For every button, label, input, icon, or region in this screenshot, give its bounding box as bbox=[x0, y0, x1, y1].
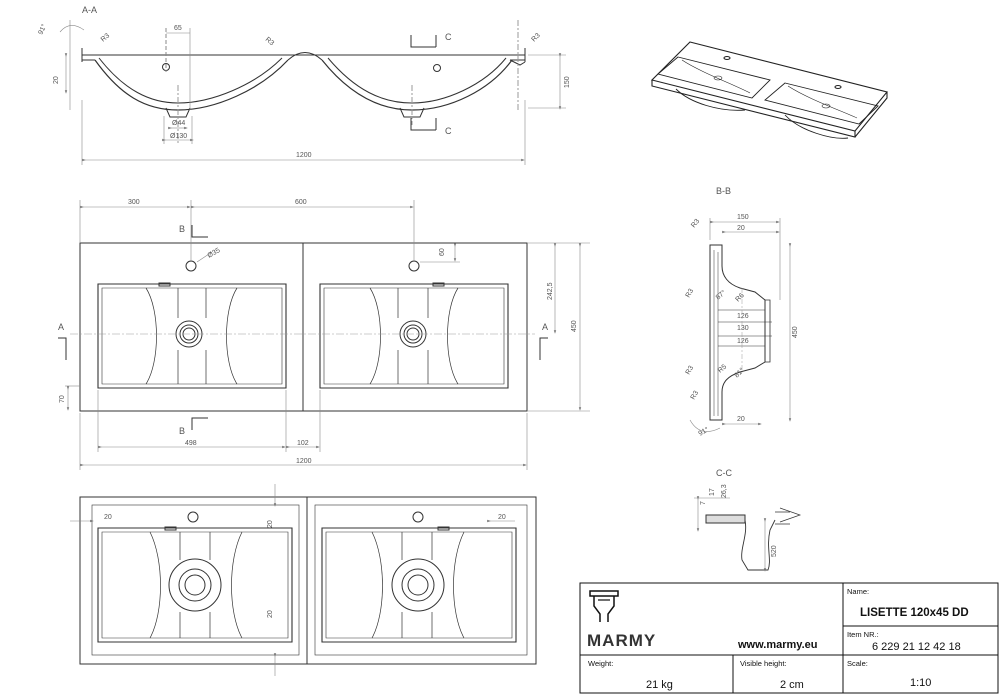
dim-600: 600 bbox=[295, 199, 307, 206]
dim-20-top: 20 bbox=[267, 520, 274, 528]
name-label: Name: bbox=[847, 587, 869, 596]
dim-cc-17: 17 bbox=[709, 488, 716, 496]
dim-cc-520: 520 bbox=[771, 545, 778, 557]
visible-height-label: Visible height: bbox=[740, 659, 787, 668]
dim-20-bottom: 20 bbox=[267, 610, 274, 618]
dim-bb-130: 130 bbox=[737, 325, 749, 332]
section-aa-labels: 91° R3 R3 R3 65 20 150 Ø44 Ø130 1200 C C bbox=[37, 23, 571, 159]
section-bb-dimensions bbox=[689, 218, 792, 432]
item-number-value: 6 229 21 12 42 18 bbox=[872, 641, 961, 653]
top-view-dimensions bbox=[58, 200, 590, 470]
dim-bb-r3c: R3 bbox=[685, 365, 696, 376]
dim-20: 20 bbox=[53, 76, 60, 84]
weight-value: 21 kg bbox=[646, 679, 673, 691]
section-bb-title: B-B bbox=[716, 186, 731, 196]
dim-bb-126b: 126 bbox=[737, 338, 749, 345]
dim-cc-26-3: 26,3 bbox=[721, 484, 728, 498]
dim-r3-left: R3 bbox=[100, 32, 111, 43]
dim-bb-r3b: R3 bbox=[685, 288, 696, 299]
dim-bb-r5: R5 bbox=[717, 363, 728, 374]
section-aa-title: A-A bbox=[82, 5, 97, 15]
dim-bb-20b: 20 bbox=[737, 416, 745, 423]
dim-cc-7: 7 bbox=[700, 501, 707, 505]
dim-d44: Ø44 bbox=[172, 120, 185, 127]
bottom-view-dimensions bbox=[70, 484, 515, 676]
section-bb-view: B-B bbox=[709, 186, 772, 421]
section-cc-title: C-C bbox=[716, 468, 732, 478]
dim-150: 150 bbox=[564, 76, 571, 88]
dim-242-5: 242,5 bbox=[547, 282, 554, 300]
section-cc-dimensions bbox=[694, 496, 767, 572]
brand-logo-text: MARMY bbox=[587, 631, 656, 650]
section-a-label-right: A bbox=[542, 322, 548, 332]
dim-bb-87: 87° bbox=[714, 288, 727, 301]
dim-bb-81: 81° bbox=[733, 366, 746, 379]
dim-65: 65 bbox=[174, 25, 182, 32]
dim-bb-r3d: R3 bbox=[690, 390, 701, 401]
dim-498: 498 bbox=[185, 440, 197, 447]
bottom-view bbox=[79, 496, 537, 665]
section-bb-labels: R3 150 20 R3 87° R6 126 130 126 450 R3 R… bbox=[685, 214, 799, 438]
section-c-label-top: C bbox=[445, 32, 452, 42]
dim-r3-right: R3 bbox=[530, 32, 541, 43]
section-a-label-left: A bbox=[58, 322, 64, 332]
section-cc-view: C-C bbox=[705, 468, 802, 571]
dim-bb-126a: 126 bbox=[737, 313, 749, 320]
dim-d130: Ø130 bbox=[170, 133, 187, 140]
dim-102: 102 bbox=[297, 440, 309, 447]
dim-1200-top: 1200 bbox=[296, 152, 312, 159]
item-number-label: Item NR.: bbox=[847, 630, 879, 639]
dim-300: 300 bbox=[128, 199, 140, 206]
bottom-view-labels: 20 20 20 20 bbox=[104, 514, 506, 618]
weight-label: Weight: bbox=[588, 659, 613, 668]
dim-bb-91: 91° bbox=[697, 425, 710, 437]
section-b-label-top: B bbox=[179, 224, 185, 234]
isometric-view bbox=[650, 41, 888, 139]
dim-bb-20a: 20 bbox=[737, 225, 745, 232]
title-block-text: MARMY www.marmy.eu Name: LISETTE 120x45 … bbox=[587, 587, 969, 691]
dim-r3-mid: R3 bbox=[264, 36, 275, 47]
dim-bb-r6: R6 bbox=[734, 292, 745, 303]
section-c-label-bottom: C bbox=[445, 126, 452, 136]
top-view-labels: 300 600 Ø35 60 242,5 450 70 498 102 1200… bbox=[58, 199, 578, 465]
scale-label: Scale: bbox=[847, 659, 868, 668]
scale-value: 1:10 bbox=[910, 677, 931, 689]
dim-70: 70 bbox=[59, 395, 66, 403]
dim-bb-450: 450 bbox=[792, 326, 799, 338]
section-cc-labels: 26,3 17 7 520 bbox=[700, 484, 778, 557]
section-aa-view: A-A bbox=[81, 5, 526, 145]
visible-height-value: 2 cm bbox=[780, 679, 804, 691]
dim-bb-r3a: R3 bbox=[690, 218, 701, 229]
section-b-label-bottom: B bbox=[179, 426, 185, 436]
dim-d35: Ø35 bbox=[207, 247, 222, 260]
dim-450: 450 bbox=[571, 320, 578, 332]
dim-angle-91: 91° bbox=[37, 23, 49, 36]
product-name: LISETTE 120x45 DD bbox=[860, 607, 969, 619]
dim-20-right: 20 bbox=[498, 514, 506, 521]
dim-bb-150: 150 bbox=[737, 214, 749, 221]
dim-1200-mid: 1200 bbox=[296, 458, 312, 465]
section-aa-dimensions bbox=[59, 20, 566, 165]
dim-60: 60 bbox=[439, 248, 446, 256]
top-view bbox=[70, 242, 535, 412]
website-link[interactable]: www.marmy.eu bbox=[737, 639, 817, 651]
dim-20-left: 20 bbox=[104, 514, 112, 521]
title-block bbox=[579, 582, 999, 694]
